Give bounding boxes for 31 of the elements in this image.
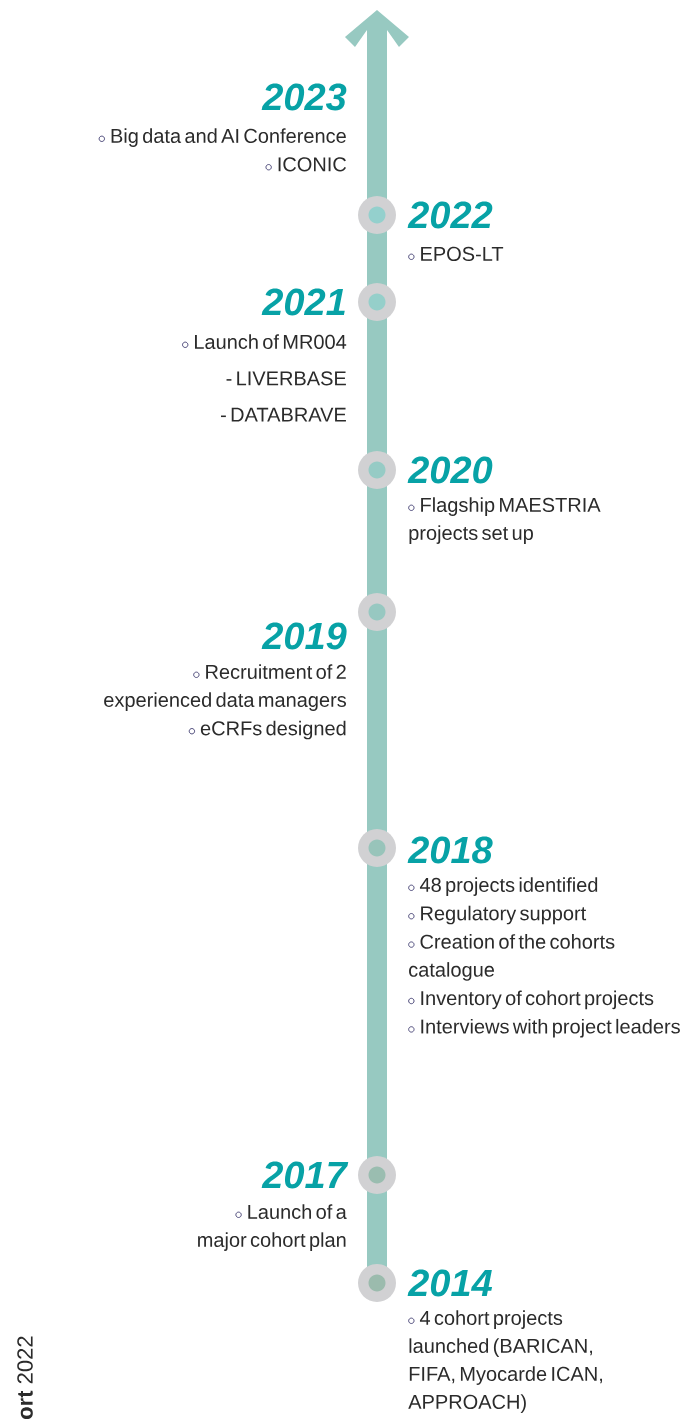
year-heading: 2022: [407, 201, 493, 229]
year-heading: 2017: [261, 1161, 349, 1189]
timeline-marker: [358, 1264, 396, 1302]
year-heading: 2023: [261, 83, 347, 111]
timeline-marker: [358, 283, 396, 321]
timeline-marker: [358, 1156, 396, 1194]
bullet-item: Big data and AI Conference: [98, 128, 346, 147]
bullet-item: eCRFs designed: [188, 720, 346, 740]
year-heading: 2014: [407, 1269, 493, 1297]
bullet-item: ICONIC: [265, 157, 347, 172]
bullet-item: - DATABRAVE: [221, 407, 346, 422]
bullet-item: EPOS-LT: [408, 246, 504, 261]
timeline-marker: [358, 451, 396, 489]
bullet-item: Launch of MR004: [182, 334, 347, 349]
year-heading: 2020: [407, 456, 493, 484]
bullet-item: Regulatory support: [408, 905, 587, 925]
bullet-item: 4 cohort projects launched (BARICAN, FIFA, Myocarde ICAN, APPROACH): [408, 1310, 602, 1413]
timeline-marker: [358, 196, 396, 234]
bullet-item: Flagship MAESTRIA projects set up: [408, 497, 601, 544]
bullet-item: - LIVERBASE: [226, 371, 346, 386]
bullet-item: Launch of a major cohort plan: [198, 1204, 347, 1251]
year-heading: 2018: [407, 836, 493, 864]
year-heading: 2019: [261, 622, 347, 650]
timeline-marker: [358, 829, 396, 867]
year-heading: 2021: [261, 288, 345, 316]
footer-text: ort 2022: [17, 1336, 33, 1419]
bullet-item: 48 projects identified: [408, 877, 598, 896]
timeline-marker: [358, 593, 396, 631]
bullet-item: Interviews with project leaders: [408, 1018, 680, 1038]
bullet-item: Creation of the cohorts catalogue: [408, 934, 615, 981]
bullet-item: Inventory of cohort projects: [408, 990, 654, 1010]
